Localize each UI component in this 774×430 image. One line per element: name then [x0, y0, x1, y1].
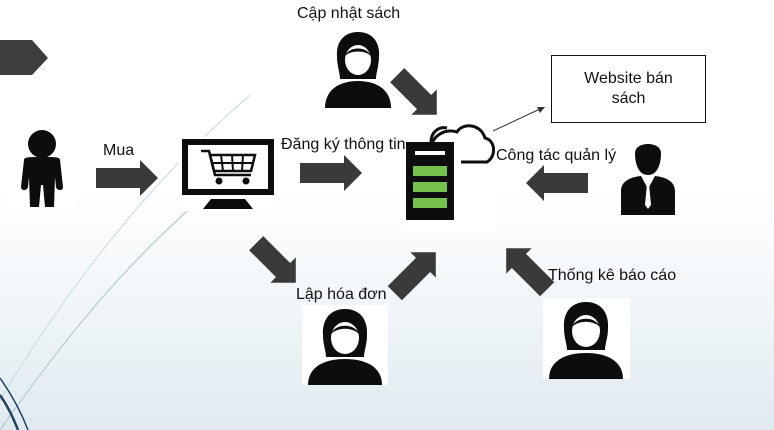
- arrow-report-to-server: [506, 248, 555, 297]
- manager-icon: [617, 135, 679, 215]
- actor-update-books-icon: [321, 26, 395, 108]
- arrow-management: [526, 165, 588, 201]
- actor-report-icon: [543, 298, 630, 379]
- website-box-label: Website bán sách: [584, 70, 673, 107]
- arrow-update-books: [390, 68, 437, 115]
- label-register: Đăng ký thông tin: [281, 136, 406, 153]
- arrow-to-invoice: [249, 236, 296, 283]
- label-update-books: Cập nhật sách: [297, 5, 401, 22]
- cloud-server-icon: [401, 118, 497, 232]
- website-box: Website bán sách: [551, 55, 706, 123]
- label-buy: Mua: [103, 142, 135, 159]
- arrow-invoice-to-server: [387, 252, 436, 301]
- arrow-register: [300, 155, 362, 191]
- label-report: Thống kê báo cáo: [548, 267, 677, 284]
- label-invoice: Lập hóa đơn: [296, 286, 387, 303]
- chevron-marker-icon: [0, 40, 48, 75]
- label-management: Công tác quản lý: [496, 147, 617, 164]
- computer-cart-icon: [179, 137, 277, 211]
- arrow-buy: [96, 160, 158, 196]
- actor-invoice-icon: [302, 305, 388, 385]
- customer-icon: [9, 127, 75, 208]
